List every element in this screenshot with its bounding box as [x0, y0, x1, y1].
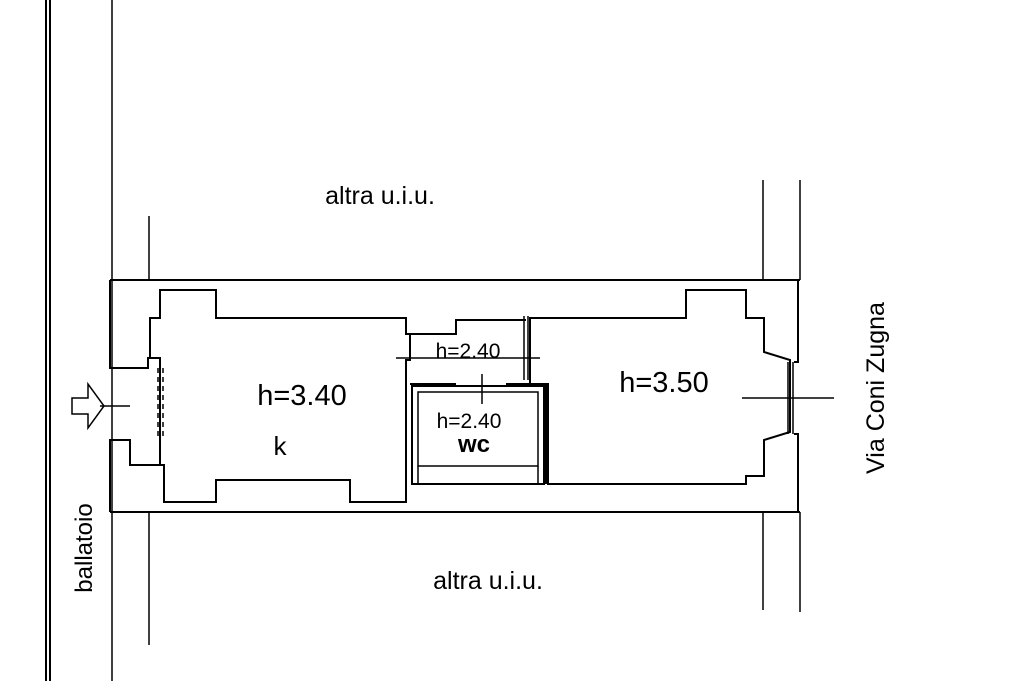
unit-outline: [109, 279, 800, 513]
street-label: Via Coni Zugna: [862, 302, 890, 474]
wc-room-label: wc: [457, 431, 490, 458]
kitchen-height-label: h=3.40: [257, 380, 347, 412]
main-room: [529, 289, 791, 485]
neighbor-label-bottom: altra u.i.u.: [433, 567, 543, 595]
corridor-wall: [45, 0, 51, 681]
boundary-lines: [111, 0, 801, 681]
neighbor-label-top: altra u.i.u.: [325, 182, 435, 210]
entrance-arrow-icon: [71, 381, 130, 431]
main-room-height-label: h=3.50: [619, 367, 709, 399]
entrance-door: [114, 357, 164, 466]
corridor-label: ballatoio: [71, 503, 98, 592]
wc-height-label: h=2.40: [437, 410, 502, 433]
label-leaders: [396, 357, 834, 404]
kitchen-room: [149, 289, 411, 503]
hall-height-label: h=2.40: [436, 340, 501, 363]
kitchen-room-label: k: [274, 431, 288, 461]
